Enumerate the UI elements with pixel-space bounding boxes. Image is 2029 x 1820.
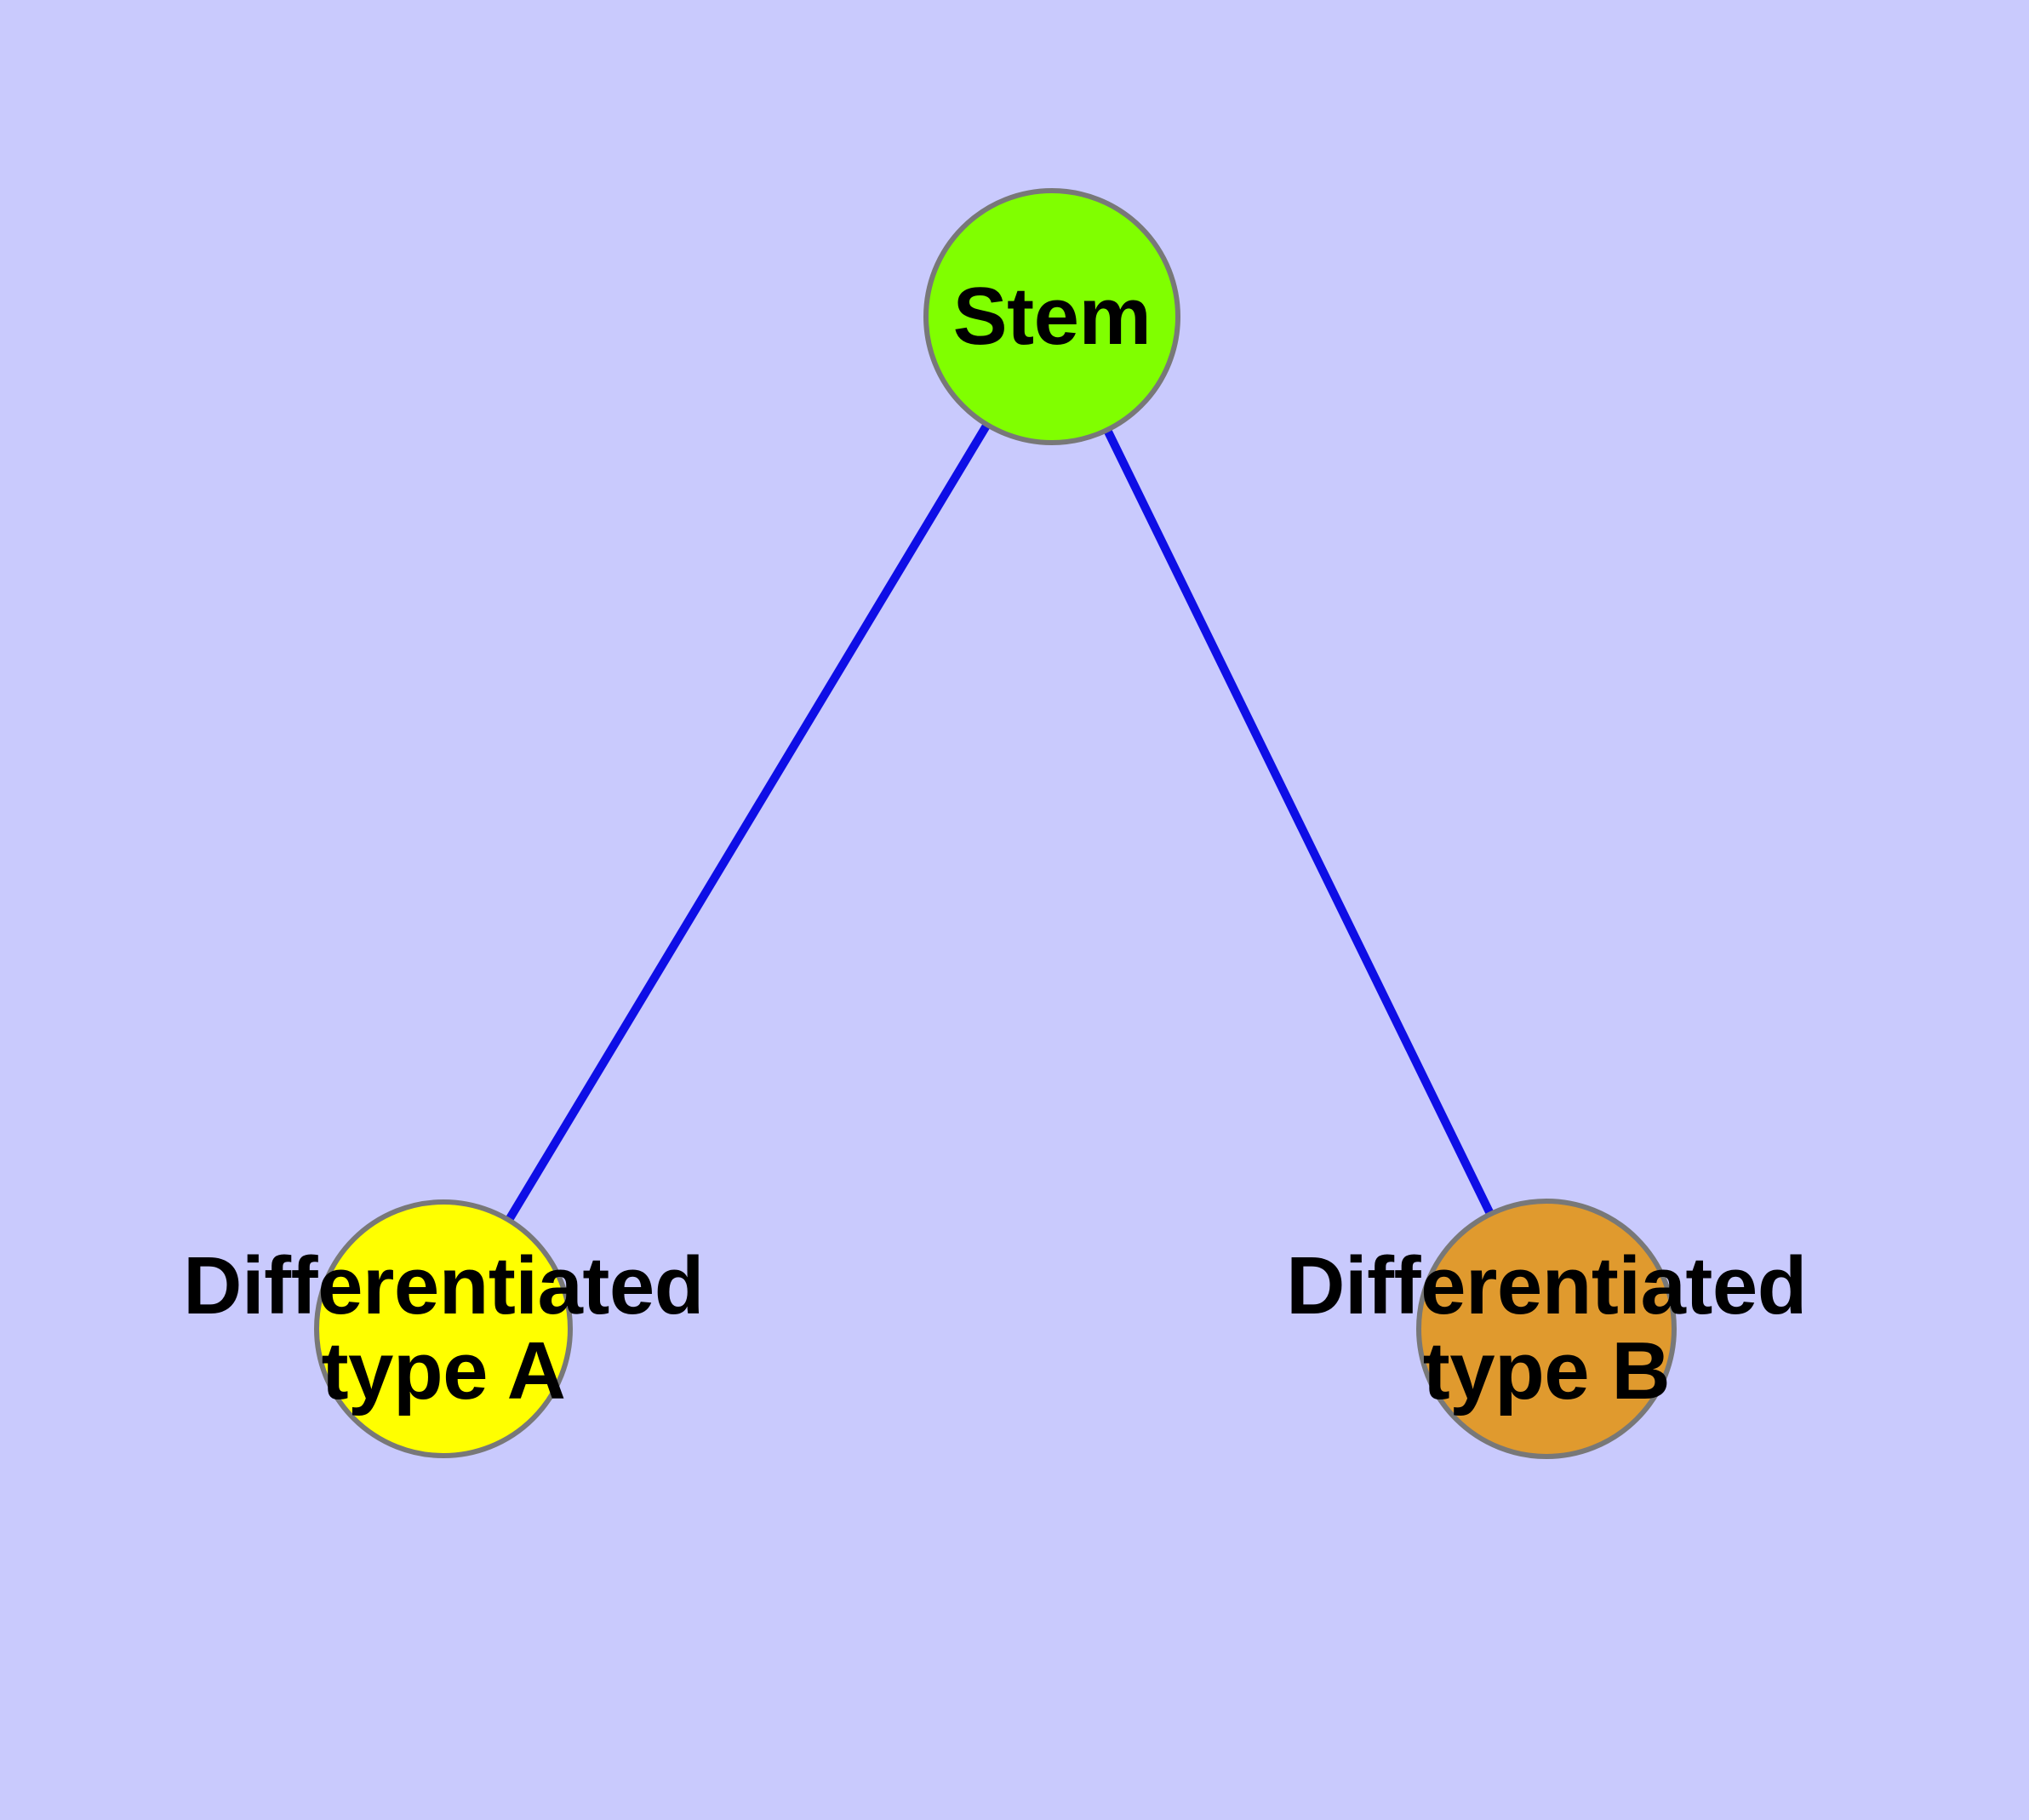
edges-layer (506, 423, 1495, 1222)
node-diff-a[interactable] (314, 1199, 573, 1458)
node-diff-b[interactable] (1416, 1199, 1677, 1459)
edge-stem-diff-a[interactable] (506, 423, 991, 1222)
edge-stem-diff-b[interactable] (1103, 428, 1495, 1216)
nodes-layer (314, 188, 1677, 1459)
node-stem[interactable] (923, 188, 1180, 445)
